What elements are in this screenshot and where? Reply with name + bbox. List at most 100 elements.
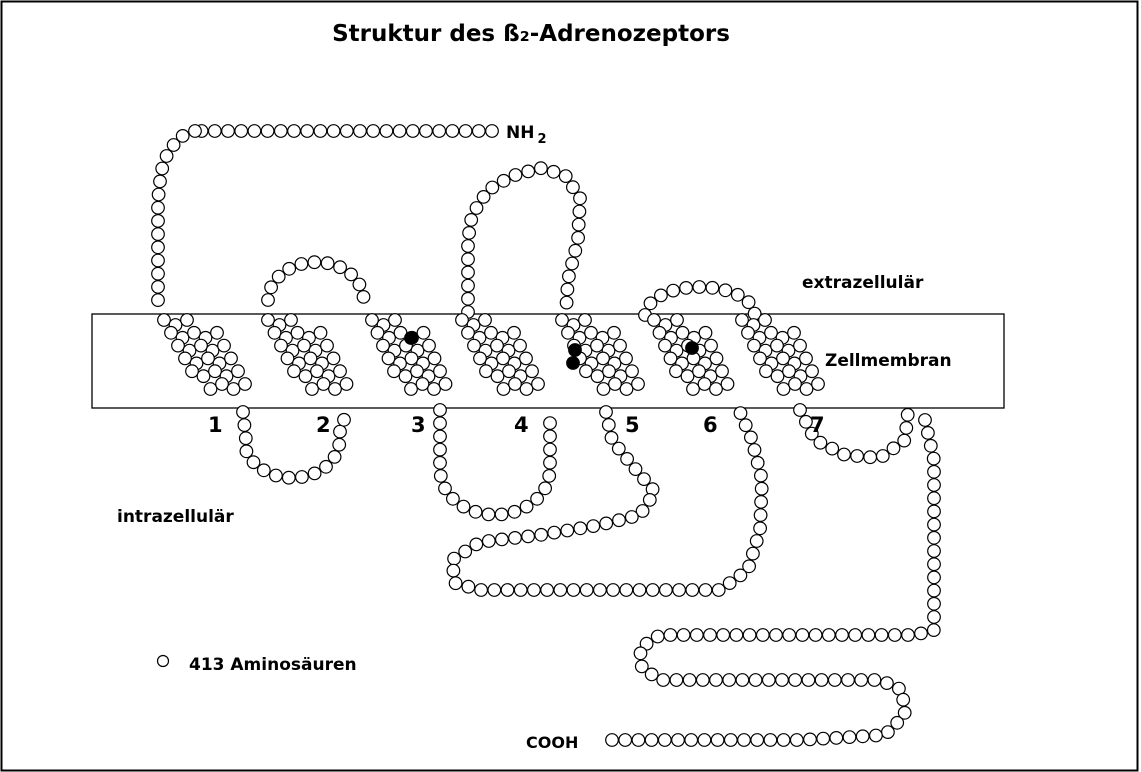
helix-residue [614,339,627,352]
helix-number-4: 4 [514,413,529,437]
amino-acid-residue [320,461,333,474]
amino-acid-residue [875,629,888,642]
amino-acid-residue [698,734,711,747]
helix-residue [777,383,790,396]
amino-acid-residue [152,267,165,280]
amino-acid-residue [717,629,730,642]
amino-acid-residue [657,674,670,687]
marked-residue [686,342,699,355]
helix-residue [603,365,616,378]
amino-acid-residue [354,125,367,138]
amino-acid-residue [152,228,165,241]
amino-acid-residue [561,524,574,537]
amino-acid-residue [560,296,573,309]
amino-acid-residue [673,584,686,597]
amino-acid-residue [743,629,756,642]
helix-residue [771,339,784,352]
helix-residue [405,352,418,365]
amino-acid-residue [548,526,561,539]
amino-acid-residue [486,181,499,194]
amino-acid-residue [802,674,815,687]
helix-residue [788,327,801,340]
helix-residue [172,339,185,352]
helix-residue [748,339,761,352]
amino-acid-residue [462,253,475,266]
amino-acid-residue [501,584,514,597]
amino-acid-residue [838,448,851,461]
helix-residue [676,327,689,340]
amino-acid-residue [522,165,535,178]
amino-acid-residue [462,580,475,593]
helix-residue [806,365,819,378]
helix-residue [509,378,522,391]
amino-acid-residue [638,473,651,486]
intracellular-label: intrazellulär [117,507,234,527]
helix-residue [562,327,575,340]
amino-acid-residue [891,717,904,730]
helix-residue [742,327,755,340]
amino-acid-residue [809,629,822,642]
helix-residue [620,352,633,365]
helix-residue [197,370,210,383]
helix-residue [299,370,312,383]
amino-acid-residue [719,284,732,297]
helix-residue [304,352,317,365]
amino-acid-residue [496,533,509,546]
amino-acid-residue [470,202,483,215]
amino-acid-residue [295,258,308,271]
amino-acid-residue [189,125,202,138]
amino-acid-residue [732,289,745,302]
helix-residue [736,314,749,327]
amino-acid-residue [434,457,447,470]
helix-residue [491,339,504,352]
amino-acid-residue [928,624,941,637]
amino-acid-residue [672,734,685,747]
helix-residue [497,352,510,365]
amino-acid-residue [258,464,271,477]
amino-acid-residue [791,734,804,747]
amino-acid-residue [667,284,680,297]
amino-acid-residue [881,677,894,690]
helix-residue [693,365,706,378]
amino-acid-residue [561,283,574,296]
amino-acid-residue [925,440,938,453]
amino-acid-residue [473,125,486,138]
amino-acid-residue [544,417,557,430]
amino-acid-residue [563,270,576,283]
helix-residue [632,378,645,391]
helix-number-5: 5 [625,413,640,437]
amino-acid-residue [829,674,842,687]
amino-acid-residue [749,674,762,687]
marked-residue [569,344,582,357]
helix-residue [382,352,395,365]
amino-acid-residue [446,125,459,138]
helix-residue [597,383,610,396]
helix-residue [710,383,723,396]
amino-acid-residue [152,215,165,228]
amino-acid-residue [459,125,472,138]
amino-acid-residue [308,467,321,480]
helix-residue [721,378,734,391]
helix-residue [317,378,330,391]
helix-residue [591,339,604,352]
helix-residue [389,314,402,327]
amino-acid-residue [606,734,619,747]
amino-acid-residue [777,734,790,747]
helix-residue [520,383,533,396]
amino-acid-residue [877,450,890,463]
amino-acid-residue [152,281,165,294]
amino-acid-residue [928,479,941,492]
amino-acid-residue [823,629,836,642]
amino-acid-residue [508,506,521,519]
amino-acid-residue [794,404,807,417]
amino-acid-residue [634,647,647,660]
amino-acid-residue [380,125,393,138]
amino-acid-residue [283,471,296,484]
amino-acid-residue [296,471,309,484]
helix-number-7: 7 [810,413,825,437]
amino-acid-residue [928,571,941,584]
amino-acid-residue [574,522,587,535]
helix-residue [800,383,813,396]
amino-acid-residue [486,125,499,138]
helix-residue [416,378,429,391]
